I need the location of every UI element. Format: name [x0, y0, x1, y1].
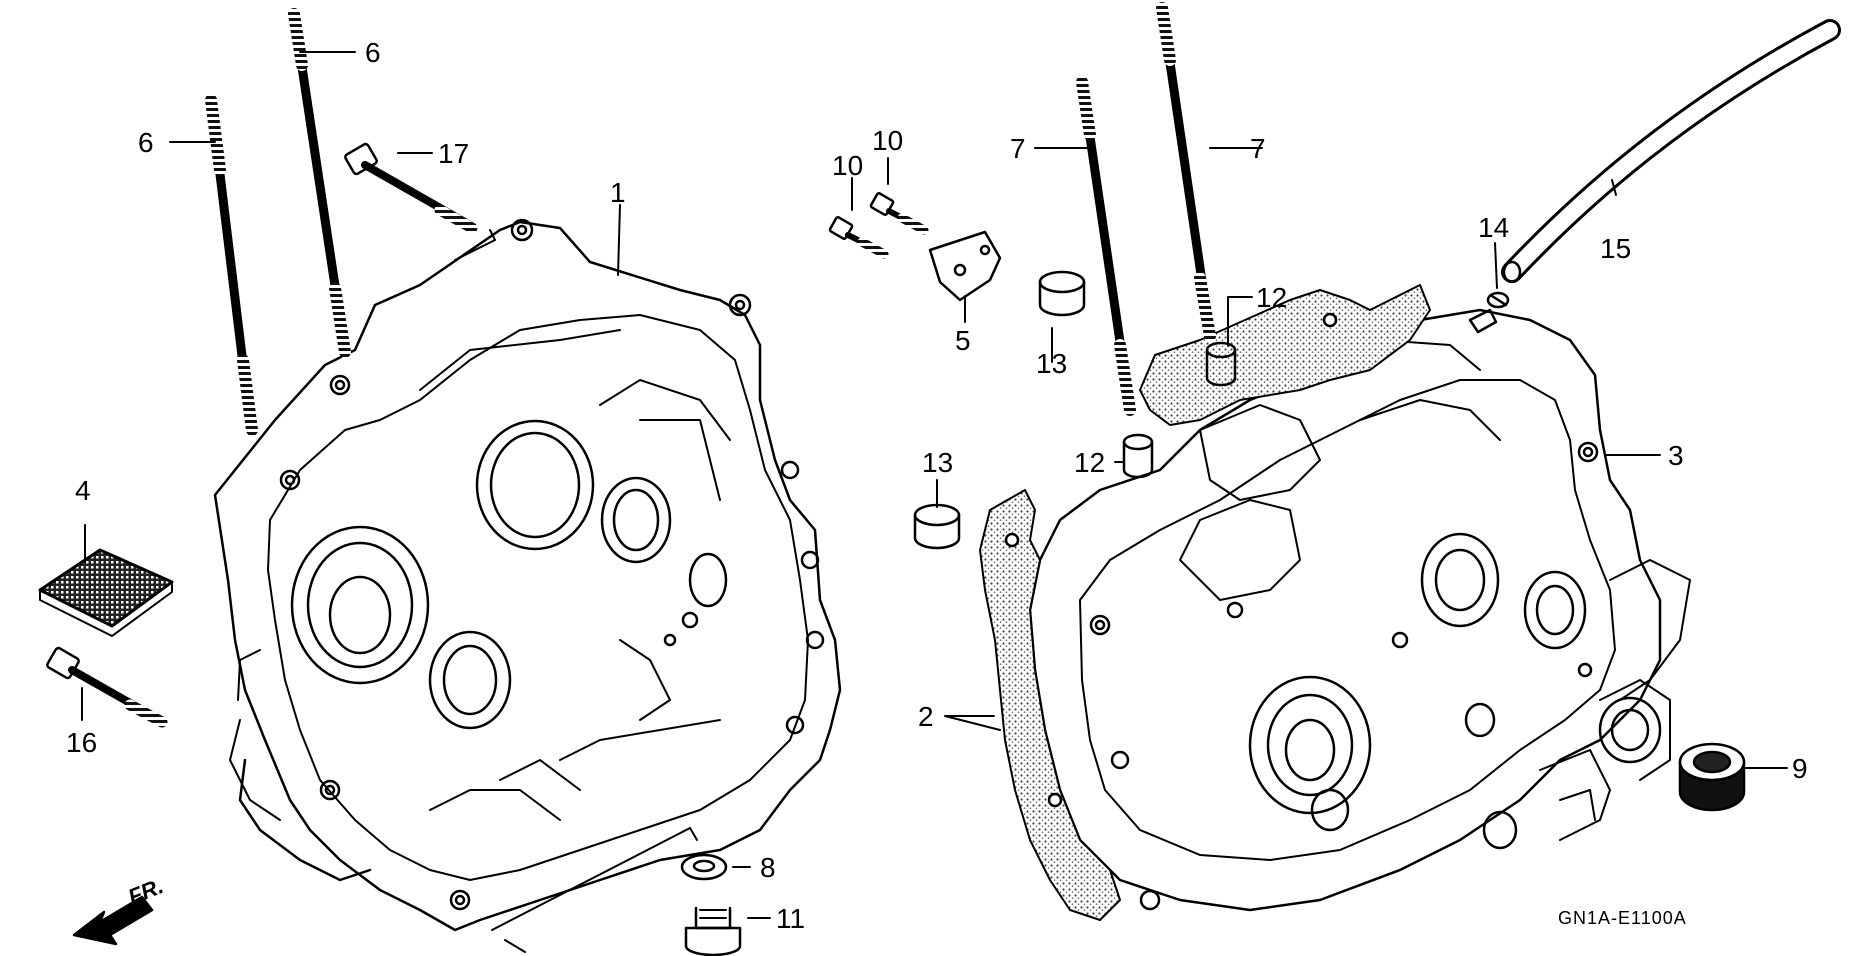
callout-4: 4	[75, 475, 91, 506]
callout-17: 17	[438, 138, 469, 169]
sealing-washer-8	[680, 853, 728, 881]
callout-3: 3	[1668, 440, 1684, 471]
right-crankcase	[1028, 308, 1691, 912]
callout-6b: 6	[365, 37, 381, 68]
front-arrow-icon	[72, 895, 154, 946]
callout-5: 5	[955, 325, 971, 356]
part-code: GN1A-E1100A	[1558, 908, 1687, 928]
dowel-pin-13a	[1038, 270, 1086, 317]
callout-16: 16	[66, 727, 97, 758]
stud-bolt-6b	[288, 8, 351, 358]
callout-9: 9	[1792, 753, 1808, 784]
callout-1: 1	[610, 177, 626, 208]
dowel-pin-12a	[1205, 341, 1237, 387]
callout-12b: 12	[1074, 447, 1105, 478]
callout-6a: 6	[138, 127, 154, 158]
callout-13a: 13	[1036, 348, 1067, 379]
stud-bolt-7b	[1156, 2, 1216, 342]
breather-nipple	[1468, 308, 1498, 334]
left-crankcase	[213, 218, 842, 932]
crankcase-gasket	[979, 284, 1431, 921]
bolt-10a	[828, 216, 889, 259]
callout-11: 11	[776, 903, 805, 934]
dowel-pin-12b	[1122, 433, 1154, 479]
front-label: FR.	[125, 873, 167, 909]
callout-14: 14	[1478, 212, 1509, 243]
stud-bolt-6a	[205, 94, 258, 436]
callout-2: 2	[918, 701, 934, 732]
callout-13b: 13	[922, 447, 953, 478]
callout-7a: 7	[1010, 133, 1026, 164]
oil-seal-9	[1678, 742, 1746, 812]
bolt-10b	[869, 192, 929, 235]
flange-bolt-16	[46, 646, 168, 728]
oil-strainer-4	[38, 548, 174, 637]
stud-bolt-7a	[1076, 76, 1136, 416]
bracket-5	[928, 230, 1002, 302]
callout-15: 15	[1600, 233, 1631, 264]
callout-12a: 12	[1256, 282, 1287, 313]
dowel-pin-13b	[913, 503, 961, 550]
drain-bolt-11	[684, 906, 742, 956]
callout-10b: 10	[872, 125, 903, 156]
callout-7b: 7	[1250, 133, 1266, 164]
callout-10a: 10	[832, 150, 863, 181]
flange-bolt-17	[344, 142, 478, 234]
tube-clip-14	[1486, 291, 1510, 309]
leader-lines	[81, 51, 1788, 953]
breather-tube-15	[1501, 19, 1841, 284]
callout-8: 8	[760, 852, 776, 883]
